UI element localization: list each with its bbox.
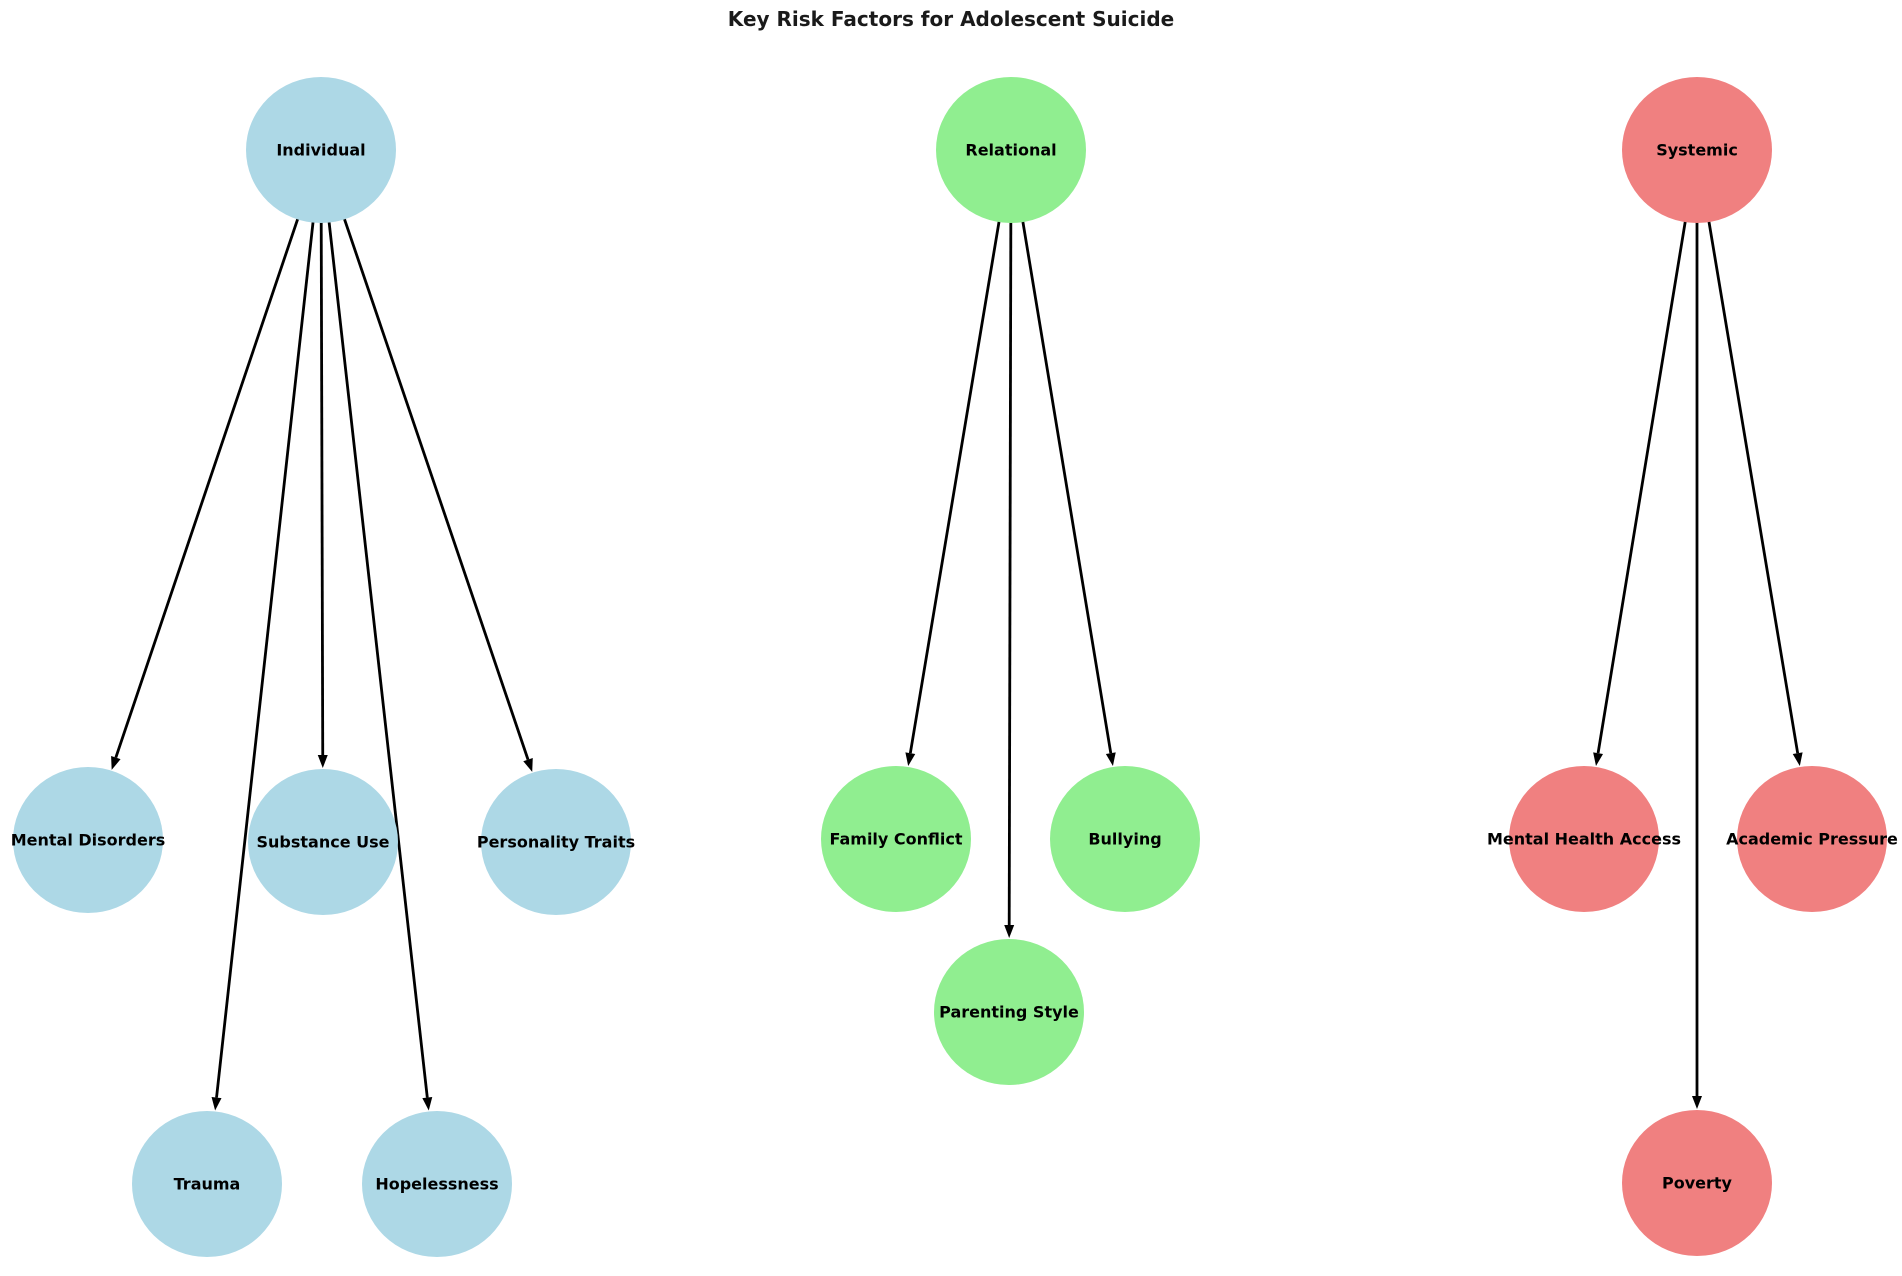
- arrowhead-relational-family-conflict: [905, 752, 916, 767]
- node-circle-parenting-style: [934, 939, 1084, 1085]
- node-circle-systemic: [1622, 77, 1772, 223]
- node-hopelessness: Hopelessness: [362, 1111, 512, 1257]
- arrowhead-individual-hopelessness: [422, 1096, 433, 1111]
- edge-relational-bullying: [1009, 149, 1113, 754]
- edge-individual-mental-disorders: [114, 149, 323, 759]
- node-mental-health-access: Mental Health Access: [1487, 766, 1681, 912]
- node-personality-traits: Personality Traits: [477, 769, 635, 915]
- node-substance-use: Substance Use: [248, 769, 398, 915]
- edge-relational-family-conflict: [908, 149, 1013, 754]
- node-circle-bullying: [1050, 766, 1200, 912]
- node-circle-family-conflict: [821, 766, 971, 912]
- arrowhead-systemic-mental-health-access: [1593, 752, 1604, 766]
- edge-systemic-mental-health-access: [1596, 149, 1699, 754]
- arrowhead-individual-substance-use: [317, 754, 328, 769]
- node-academic-pressure: Academic Pressure: [1726, 766, 1898, 912]
- node-parenting-style: Parenting Style: [934, 939, 1084, 1085]
- node-individual: Individual: [246, 77, 396, 223]
- node-circle-poverty: [1622, 1110, 1772, 1256]
- arrowhead-individual-personality-traits: [523, 758, 533, 772]
- node-poverty: Poverty: [1622, 1110, 1772, 1256]
- node-circle-trauma: [132, 1111, 282, 1257]
- edge-individual-substance-use: [319, 149, 325, 756]
- node-family-conflict: Family Conflict: [821, 766, 971, 912]
- edge-relational-parenting-style: [1007, 149, 1013, 926]
- node-circle-mental-disorders: [13, 767, 163, 913]
- node-circle-personality-traits: [481, 769, 631, 915]
- node-bullying: Bullying: [1050, 766, 1200, 912]
- edges-layer: [111, 149, 1803, 1111]
- node-circle-relational: [936, 77, 1086, 223]
- edge-individual-personality-traits: [319, 149, 530, 761]
- arrowhead-systemic-academic-pressure: [1792, 752, 1803, 767]
- node-mental-disorders: Mental Disorders: [11, 767, 165, 913]
- node-relational: Relational: [936, 77, 1086, 223]
- node-circle-mental-health-access: [1509, 766, 1659, 912]
- node-systemic: Systemic: [1622, 77, 1772, 223]
- arrowhead-systemic-poverty: [1692, 1096, 1702, 1109]
- node-circle-substance-use: [248, 769, 398, 915]
- arrowhead-individual-mental-disorders: [111, 755, 121, 770]
- diagram-title: Key Risk Factors for Adolescent Suicide: [728, 7, 1174, 31]
- edge-individual-hopelessness: [319, 149, 429, 1098]
- edge-systemic-academic-pressure: [1695, 149, 1800, 754]
- node-circle-hopelessness: [362, 1111, 512, 1257]
- node-circle-individual: [246, 77, 396, 223]
- arrowhead-relational-bullying: [1105, 752, 1116, 766]
- arrowhead-individual-trauma: [211, 1096, 222, 1111]
- edge-individual-trauma: [215, 149, 323, 1098]
- arrowhead-relational-parenting-style: [1004, 924, 1015, 939]
- node-circle-academic-pressure: [1737, 766, 1887, 912]
- node-trauma: Trauma: [132, 1111, 282, 1257]
